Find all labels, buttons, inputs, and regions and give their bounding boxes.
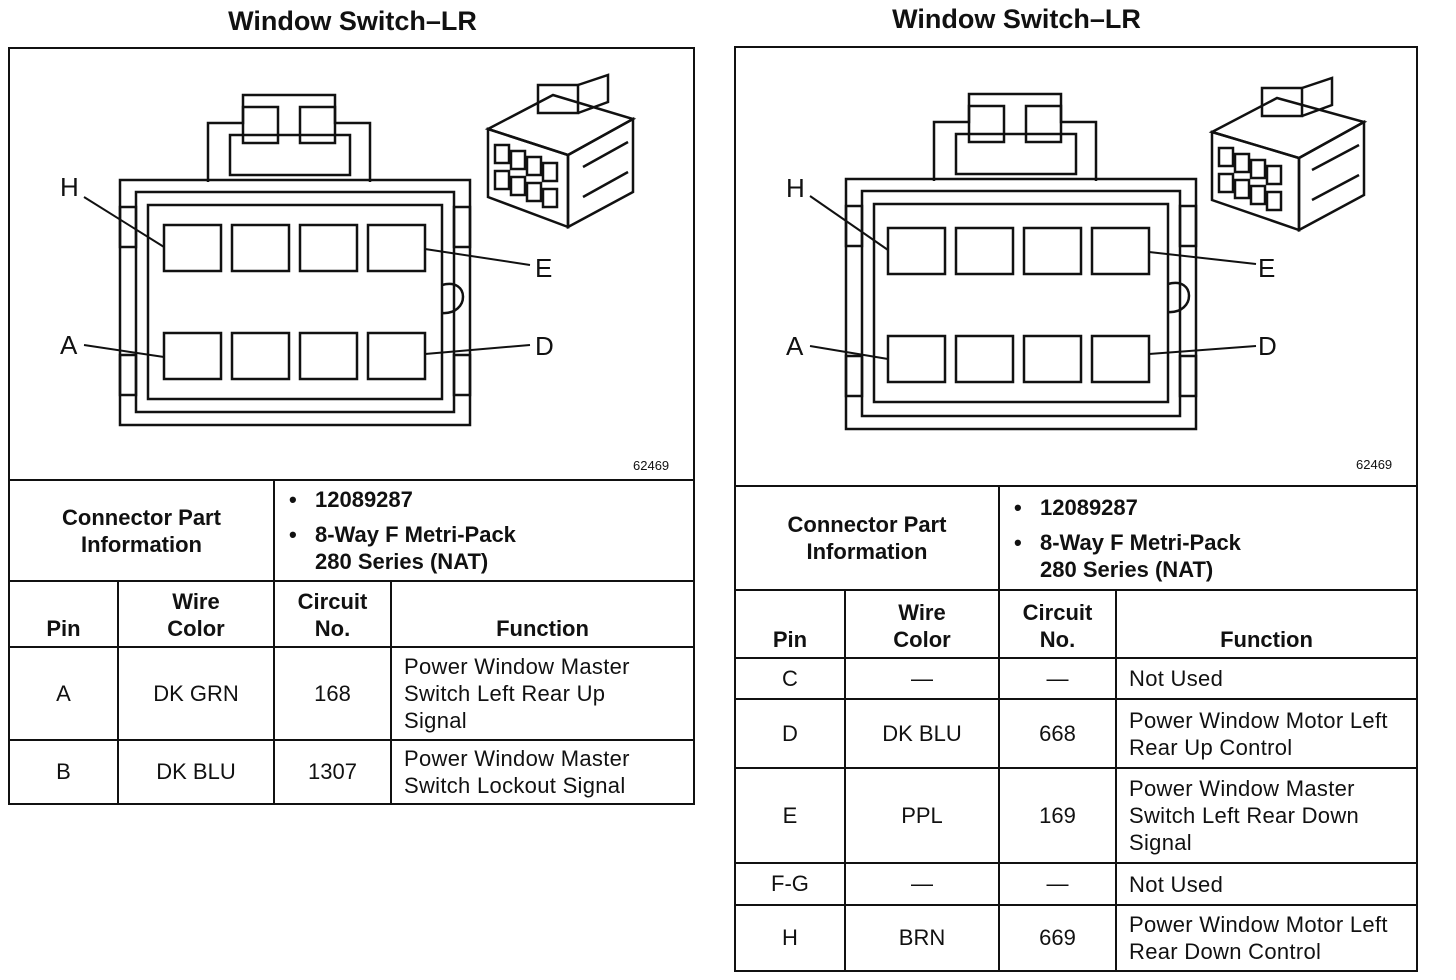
wire-color-cell: BRN: [844, 904, 1000, 972]
circuit-cell: 669: [998, 904, 1117, 972]
wire-color-cell: DK GRN: [117, 646, 275, 741]
pin-label-d-left: D: [535, 331, 554, 361]
panel-title-left: Window Switch–LR: [228, 6, 477, 36]
pin-cell: D: [734, 698, 846, 769]
part-number: 12089287: [315, 487, 413, 512]
circuit-cell: 169: [998, 767, 1117, 864]
pin-label-e-right: E: [1258, 253, 1276, 283]
function-cell: Power Window Motor Left Rear Down Contro…: [1115, 904, 1418, 972]
pin-cell: B: [8, 739, 119, 805]
header-pin: Pin: [8, 580, 119, 648]
wire-color-cell: DK BLU: [844, 698, 1000, 769]
function-cell: Power Window Master Switch Lockout Signa…: [390, 739, 695, 805]
table-row: B DK BLU 1307 Power Window Master Switch…: [8, 739, 695, 805]
circuit-cell: 668: [998, 698, 1117, 769]
part-number: 12089287: [1040, 494, 1138, 520]
part-description-1: 8-Way F Metri-Pack: [315, 522, 516, 547]
header-circuit: Circuit No.: [273, 580, 392, 648]
function-cell: Not Used: [1115, 657, 1418, 700]
pin-label-e-left: E: [535, 253, 553, 283]
function-cell: Power Window Master Switch Left Rear Dow…: [1115, 767, 1418, 864]
pin-cell: E: [734, 767, 846, 864]
connector-diagram-left: [83, 73, 637, 427]
function-cell: Power Window Motor Left Rear Up Control: [1115, 698, 1418, 769]
wire-color-cell: DK BLU: [117, 739, 275, 805]
table-row: C — — Not Used: [734, 657, 1418, 700]
header-wire-color: Wire Color: [117, 580, 275, 648]
figure-number-left: 62469: [633, 458, 670, 473]
pin-cell: C: [734, 657, 846, 700]
header-pin: Pin: [734, 589, 846, 659]
pin-label-h-left: H: [60, 172, 79, 202]
pin-label-d-right: D: [1258, 331, 1277, 361]
function-cell: Power Window Master Switch Left Rear Up …: [390, 646, 695, 741]
part-description-1: 8-Way F Metri-Pack: [1040, 529, 1241, 555]
table-row: E PPL 169 Power Window Master Switch Lef…: [734, 767, 1418, 864]
function-cell: Not Used: [1115, 862, 1418, 906]
wire-color-cell: —: [844, 862, 1000, 906]
figure-number-right: 62469: [1356, 457, 1393, 472]
wire-color-cell: —: [844, 657, 1000, 700]
connector-part-details: •12089287 •8-Way F Metri-Pack 280 Series…: [273, 479, 695, 582]
pin-cell: A: [8, 646, 119, 741]
info-table-right: Connector Part Information •12089287 •8-…: [734, 485, 1418, 972]
connector-part-label: Connector Part Information: [734, 485, 1000, 591]
pin-cell: F-G: [734, 862, 846, 906]
header-circuit: Circuit No.: [998, 589, 1117, 659]
connector-diagram-right: [809, 76, 1368, 431]
wire-color-cell: PPL: [844, 767, 1000, 864]
header-function: Function: [1115, 589, 1418, 659]
pin-label-a-left: A: [60, 330, 78, 360]
table-row: H BRN 669 Power Window Motor Left Rear D…: [734, 904, 1418, 972]
table-row: A DK GRN 168 Power Window Master Switch …: [8, 646, 695, 741]
part-description-2: 280 Series (NAT): [1040, 556, 1214, 582]
circuit-cell: 1307: [273, 739, 392, 805]
part-description-2: 280 Series (NAT): [315, 549, 489, 574]
circuit-cell: —: [998, 657, 1117, 700]
connector-part-details: •12089287 •8-Way F Metri-Pack 280 Series…: [998, 485, 1418, 591]
info-table-left: Connector Part Information •12089287 •8-…: [8, 479, 695, 805]
table-row: F-G — — Not Used: [734, 862, 1418, 906]
table-row: D DK BLU 668 Power Window Motor Left Rea…: [734, 698, 1418, 769]
panel-title-right: Window Switch–LR: [892, 4, 1141, 34]
circuit-cell: 168: [273, 646, 392, 741]
connector-part-label: Connector Part Information: [8, 479, 275, 582]
pin-label-h-right: H: [786, 173, 805, 203]
pin-cell: H: [734, 904, 846, 972]
header-function: Function: [390, 580, 695, 648]
circuit-cell: —: [998, 862, 1117, 906]
pin-label-a-right: A: [786, 331, 804, 361]
header-wire-color: Wire Color: [844, 589, 1000, 659]
